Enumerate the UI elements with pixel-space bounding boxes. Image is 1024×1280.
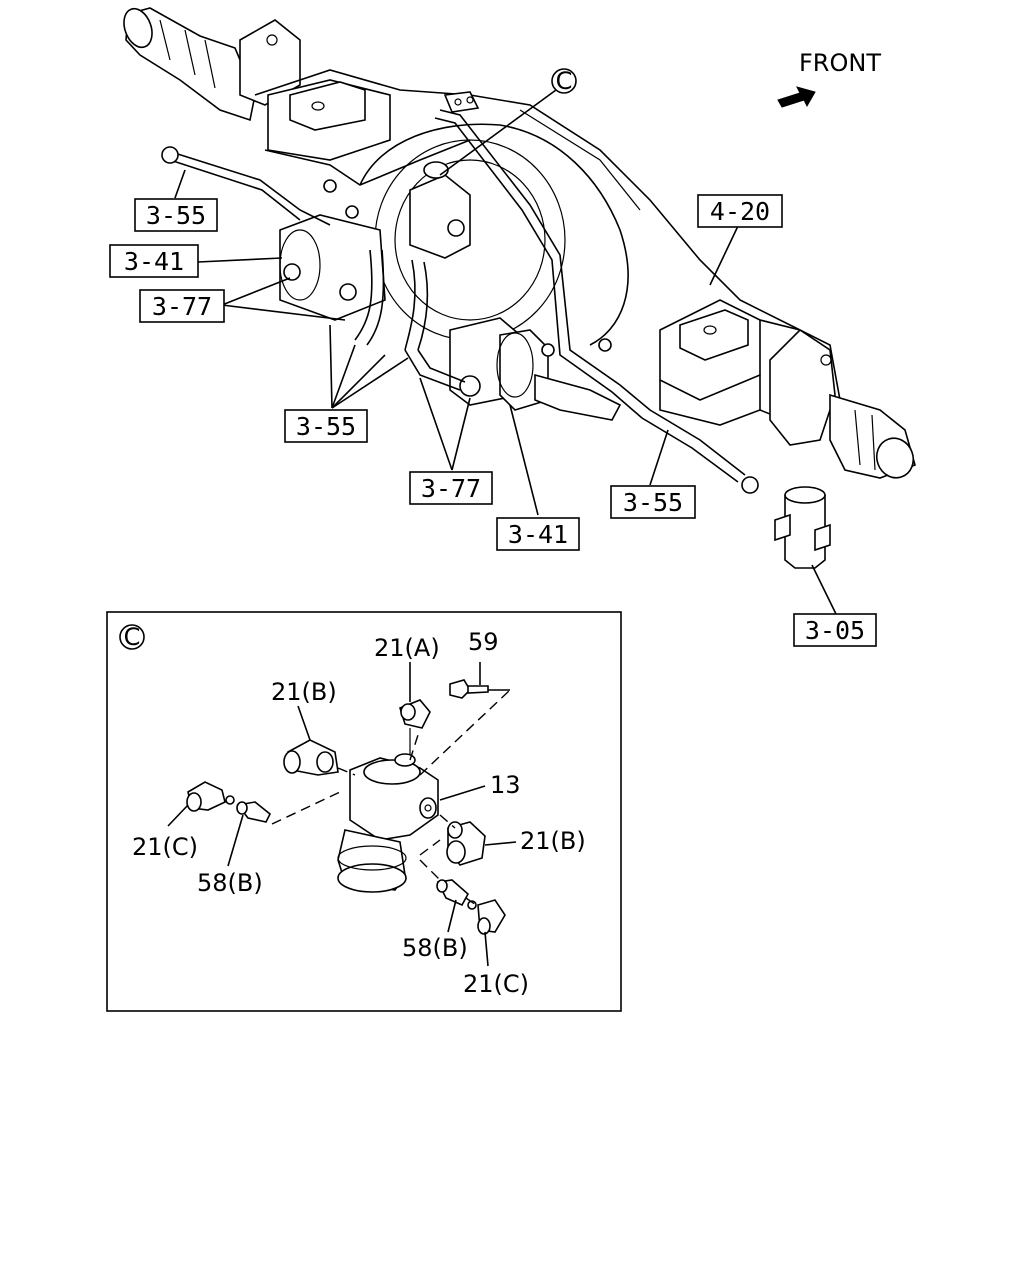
label-58b-left: 58(B): [197, 869, 263, 897]
detail-c-callout-marker: C: [551, 67, 577, 95]
svg-text:4-20: 4-20: [710, 197, 770, 226]
part-21c-left-fitting: [186, 781, 235, 812]
svg-text:3-41: 3-41: [508, 520, 568, 549]
label-21c-left: 21(C): [132, 833, 198, 861]
part-21b-right-fitting: [446, 821, 486, 866]
svg-text:3-05: 3-05: [805, 616, 865, 645]
axle-housing: [123, 7, 916, 479]
front-indicator: FRONT: [777, 49, 881, 108]
detail-c-marker: [119, 624, 145, 650]
label-58b-bottom: 58(B): [402, 934, 468, 962]
svg-text:3-77: 3-77: [152, 292, 212, 321]
svg-text:3-41: 3-41: [124, 247, 184, 276]
callout-3-41-b: 3-41: [496, 517, 580, 551]
part-13-valve-body: [337, 753, 439, 893]
svg-text:C: C: [556, 67, 573, 95]
front-label: FRONT: [799, 49, 881, 77]
part-3-05-drawing: [774, 486, 831, 569]
svg-text:3-77: 3-77: [421, 474, 481, 503]
label-59: 59: [468, 628, 499, 656]
part-21a-fitting: [399, 699, 431, 755]
callout-3-55-a: 3-55: [134, 198, 218, 232]
callout-3-05: 3-05: [793, 613, 877, 647]
part-58b-left-nipple: [236, 801, 272, 823]
callout-3-55-c: 3-55: [610, 485, 696, 519]
svg-text:C: C: [124, 623, 141, 651]
detail-c-inset: C: [106, 611, 622, 1012]
svg-text:3-55: 3-55: [296, 412, 356, 441]
callout-4-20: 4-20: [697, 194, 783, 228]
label-21b-right: 21(B): [520, 827, 586, 855]
callout-3-77-b: 3-77: [409, 471, 493, 505]
label-21c-bottom: 21(C): [463, 970, 529, 998]
brake-components: [161, 91, 759, 494]
svg-text:3-55: 3-55: [623, 488, 683, 517]
label-21a: 21(A): [374, 634, 440, 662]
part-21b-top-fitting: [283, 739, 339, 776]
callout-3-41-a: 3-41: [109, 244, 199, 278]
svg-text:3-55: 3-55: [146, 201, 206, 230]
label-21b-top: 21(B): [271, 678, 337, 706]
callout-3-55-b: 3-55: [284, 409, 368, 443]
leader-lines: [174, 89, 837, 615]
callout-3-77-a: 3-77: [139, 289, 225, 323]
label-13: 13: [490, 771, 521, 799]
part-59-bolt: [449, 679, 489, 699]
part-58b-bottom-nipple: [436, 879, 470, 907]
front-arrow-icon: [777, 86, 816, 108]
